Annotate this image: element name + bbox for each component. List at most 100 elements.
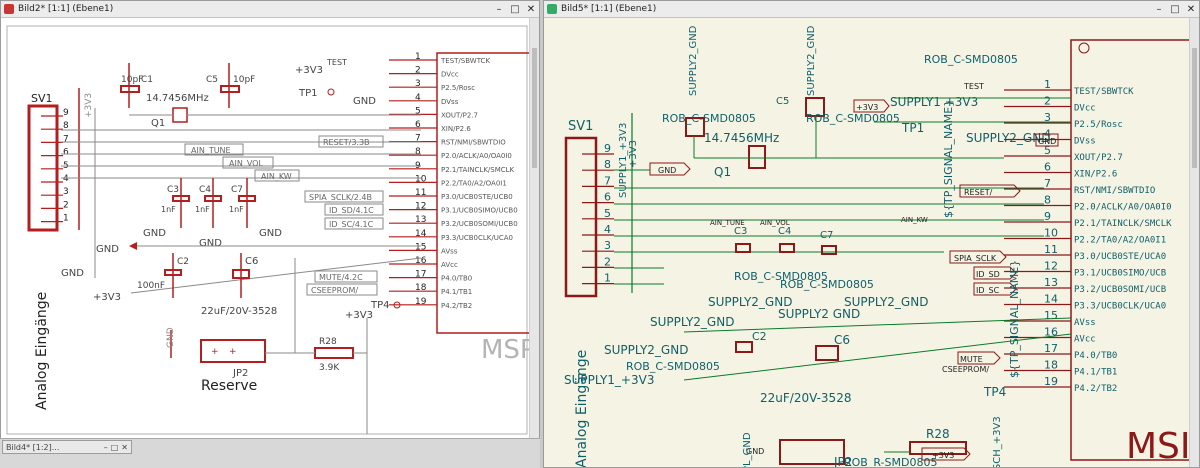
msp-pin-number: 8 <box>1044 194 1051 207</box>
svg-text:MUTE: MUTE <box>960 355 983 364</box>
scroll-thumb[interactable] <box>1192 48 1197 168</box>
svg-text:22uF/20V-3528: 22uF/20V-3528 <box>760 391 851 405</box>
msp-pin-number: 13 <box>1044 276 1058 289</box>
svg-text:SUPPLY2_GND: SUPPLY2_GND <box>844 295 928 309</box>
msp-pin-name: P4.2/TB2 <box>441 302 472 310</box>
svg-text:ID_SD/4.1C: ID_SD/4.1C <box>329 206 374 215</box>
scroll-thumb[interactable] <box>532 48 537 168</box>
msp-pin-name: RST/NMI/SBWTDIO <box>441 139 506 147</box>
svg-text:+3V3: +3V3 <box>932 451 954 460</box>
close-button[interactable]: ✕ <box>526 3 536 15</box>
svg-text:+: + <box>211 347 219 357</box>
close-button[interactable]: ✕ <box>1186 3 1196 15</box>
sv1-label: SV1 <box>568 119 593 134</box>
msp-pin-name: P3.3/UCB0CLK/UCA0 <box>1074 302 1166 312</box>
svg-text:SPIA_SCLK/2.4B: SPIA_SCLK/2.4B <box>309 193 372 202</box>
svg-text:14.7456MHz: 14.7456MHz <box>146 93 209 104</box>
svg-text:+3V3: +3V3 <box>856 103 878 112</box>
msp-pin-number: 8 <box>415 147 421 157</box>
svg-text:GND: GND <box>199 238 222 249</box>
right-vertical-scrollbar[interactable] <box>1189 18 1199 467</box>
left-window-title: Bild2* [1:1] (Ebene1) <box>18 4 114 14</box>
svg-text:GND: GND <box>61 268 84 279</box>
mini-close-button[interactable]: ✕ <box>121 442 128 452</box>
sv1-pin-number: 4 <box>63 174 69 184</box>
msp-pin-number: 16 <box>415 256 427 266</box>
svg-text:JP2: JP2 <box>232 368 248 379</box>
msp-pin-name: P3.2/UCB0SOMI/UCB0 <box>441 220 518 228</box>
svg-text:GND: GND <box>746 447 764 456</box>
msp-pin-name: P3.1/UCB0SIMO/UCB0 <box>441 207 518 215</box>
svg-text:JP2: JP2 <box>833 455 852 468</box>
minimized-window[interactable]: Bild4* [1:2]... – □ ✕ <box>2 440 132 454</box>
max-button[interactable]: □ <box>110 442 119 452</box>
svg-text:AIN_TUNE: AIN_TUNE <box>191 146 231 155</box>
svg-text:+3V3: +3V3 <box>628 140 639 168</box>
maximize-button[interactable]: □ <box>510 3 520 15</box>
svg-text:SUPPLY2_GND: SUPPLY2_GND <box>688 25 699 96</box>
svg-text:AIN_TUNE: AIN_TUNE <box>710 219 745 227</box>
msp-pin-name: DVcc <box>441 71 459 79</box>
left-window-titlebar[interactable]: Bild2* [1:1] (Ebene1) – □ ✕ <box>1 1 539 18</box>
svg-text:TP4: TP4 <box>983 385 1006 399</box>
msp-pin-name: DVss <box>441 98 459 106</box>
svg-text:SUPPLY2_GND: SUPPLY2_GND <box>966 131 1050 145</box>
msp-pin-name: XOUT/P2.7 <box>441 111 478 119</box>
svg-text:C1: C1 <box>141 75 153 85</box>
msp-pin-number: 10 <box>415 174 427 184</box>
svg-text:C4: C4 <box>778 226 791 237</box>
svg-text:+3V3: +3V3 <box>345 310 373 321</box>
svg-text:GND: GND <box>143 228 166 239</box>
svg-text:SUPPLY2_GND: SUPPLY2_GND <box>806 25 817 96</box>
maximize-button[interactable]: □ <box>1170 3 1180 15</box>
sv1-pin-number: 5 <box>604 207 611 220</box>
sv1-pin-number: 2 <box>63 200 69 210</box>
svg-text:Q1: Q1 <box>151 118 165 129</box>
svg-text:TEST: TEST <box>326 58 347 67</box>
svg-text:CSEEPROM/: CSEEPROM/ <box>942 365 989 374</box>
msp-pin-name: P2.1/TAINCLK/SMCLK <box>1074 219 1172 229</box>
capacitor-c7: C7 1nF <box>229 178 256 228</box>
restore-button[interactable]: – <box>103 442 108 452</box>
sv1-pin-number: 9 <box>63 108 69 118</box>
svg-text:SUPPLY2_GND: SUPPLY2_GND <box>650 315 734 329</box>
msp-pin-number: 19 <box>415 297 427 307</box>
svg-text:1nF: 1nF <box>161 205 176 214</box>
msp-pin-name: P2.5/Rosc <box>1074 120 1123 130</box>
svg-text:ID_SD: ID_SD <box>976 270 1000 279</box>
msp-pin-number: 18 <box>415 283 427 293</box>
msp-pin-name: XIN/P2.6 <box>441 125 471 133</box>
capacitor-c6: C6 22uF/20V-3528 <box>201 253 277 317</box>
svg-text:+: + <box>229 347 237 357</box>
svg-text:SUPPLY2_GND: SUPPLY2_GND <box>708 295 792 309</box>
svg-text:+3V3: +3V3 <box>295 65 323 76</box>
jp2-jumper <box>200 339 266 363</box>
svg-text:AIN_VOL: AIN_VOL <box>229 159 263 168</box>
msp-pin-name: DVss <box>1074 137 1096 147</box>
svg-text:1nF: 1nF <box>229 205 244 214</box>
svg-text:RESET/: RESET/ <box>964 188 993 197</box>
msp-pin-name: P2.1/TAINCLK/SMCLK <box>441 166 515 174</box>
right-window-titlebar[interactable]: Bild5* [1:1] (Ebene1) – □ ✕ <box>544 1 1199 18</box>
svg-text:RESET/3.3B: RESET/3.3B <box>323 138 370 147</box>
svg-text:AIN_KW: AIN_KW <box>901 216 928 224</box>
minimize-button[interactable]: – <box>1156 3 1162 15</box>
svg-text:C5: C5 <box>776 96 789 107</box>
left-vertical-scrollbar[interactable] <box>529 18 539 439</box>
svg-text:ROB_C-SMD0805: ROB_C-SMD0805 <box>662 112 756 125</box>
msp-pin-number: 12 <box>415 202 426 212</box>
sv1-pin-number: 4 <box>604 223 611 236</box>
svg-text:ROB_C-SMD0805: ROB_C-SMD0805 <box>806 112 900 125</box>
svg-text:GND: GND <box>259 228 282 239</box>
msp-pin-name: AVss <box>1074 318 1096 328</box>
svg-text:SUPPLY1_+3V3: SUPPLY1_+3V3 <box>564 373 654 387</box>
msp-pin-name: P2.0/ACLK/A0/OA0I0 <box>1074 203 1172 213</box>
minimize-button[interactable]: – <box>496 3 502 15</box>
msp-pin-name: P3.2/UCB0SOMI/UCB <box>1074 285 1166 295</box>
msp-pin-number: 7 <box>1044 177 1051 190</box>
msp-pin-name: RST/NMI/SBWTDIO <box>1074 186 1155 196</box>
